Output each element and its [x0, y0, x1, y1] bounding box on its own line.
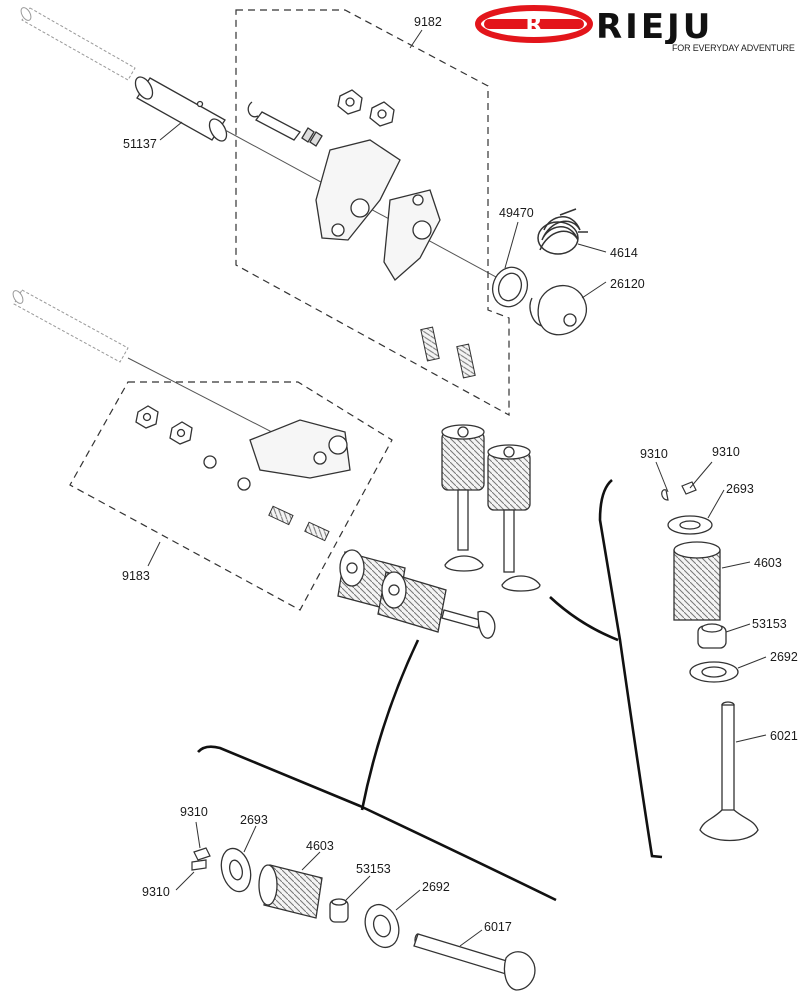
valve-6017 [413, 933, 536, 991]
callout-6021: 6021 [770, 729, 798, 743]
callout-53153-bottom: 53153 [356, 862, 391, 876]
callout-9310-bottom-b: 9310 [142, 885, 170, 899]
logo-emblem-letter: R [526, 13, 543, 38]
bracket-pointer-right [549, 596, 619, 642]
callout-2692-bottom: 2692 [422, 880, 450, 894]
torsion-spring-4614 [537, 208, 588, 255]
logo-bar [484, 19, 584, 29]
bracket-pointer-bottom [360, 639, 420, 811]
valve-cotter-pair-bottom [191, 847, 211, 871]
bracket-right [598, 479, 663, 859]
brand-logo: R RIEJU [472, 4, 802, 60]
spring-seat-2692-right [689, 661, 739, 683]
rocker-arm-assembly-upper [247, 89, 441, 281]
shaft-bushing-51137 [134, 76, 228, 142]
callout-26120: 26120 [610, 277, 645, 291]
rocker-arm-assembly-lower [135, 405, 351, 491]
callout-2693-right: 2693 [726, 482, 754, 496]
bracket-bottom [197, 745, 557, 902]
callout-4614: 4614 [610, 246, 638, 260]
valve-assembly-horizontal-lower [377, 571, 496, 639]
valve-6021 [699, 701, 759, 842]
leader-lines [147, 29, 767, 947]
group-outline-9183 [69, 381, 393, 611]
brand-tagline: FOR EVERYDAY ADVENTURE [672, 43, 795, 53]
valve-spring-4603-right [673, 541, 721, 621]
callout-6017: 6017 [484, 920, 512, 934]
callout-49470: 49470 [499, 206, 534, 220]
callout-9183: 9183 [122, 569, 150, 583]
callout-2693-bottom: 2693 [240, 813, 268, 827]
valve-seal-53153-right [697, 623, 727, 649]
rocker-shaft-upper [20, 7, 136, 81]
valve-adjuster-lower [268, 505, 330, 542]
group-outline-9182 [235, 9, 510, 417]
callout-9310-right-b: 9310 [712, 445, 740, 459]
valve-seal-53153-bottom [329, 898, 349, 923]
callout-labels: 9182 51137 49470 4614 26120 9183 9310 93… [122, 15, 798, 934]
spring-retainer-2693-bottom [220, 847, 252, 893]
valve-cotter-pair-right [661, 481, 697, 501]
callout-51137: 51137 [123, 137, 157, 151]
callout-9310-bottom-a: 9310 [180, 805, 208, 819]
rieju-logo-mark: R RIEJU [475, 5, 713, 47]
spring-retainer-2693-right [667, 515, 713, 535]
spring-seat-2692-bottom [364, 903, 400, 949]
callout-9182: 9182 [414, 15, 442, 29]
callout-53153-right: 53153 [752, 617, 787, 631]
valve-spring-4603-bottom [258, 864, 323, 919]
logo-ellipse [475, 5, 593, 43]
cam-plate-26120 [529, 284, 587, 336]
callout-9310-right-a: 9310 [640, 447, 668, 461]
callout-4603-bottom: 4603 [306, 839, 334, 853]
callout-2692-right: 2692 [770, 650, 798, 664]
washer-49470 [491, 266, 529, 308]
valve-assembly-vertical-right [487, 444, 541, 592]
valve-adjuster-upper [420, 326, 476, 379]
rocker-shaft-lower [12, 289, 129, 363]
logo-wordmark: RIEJU [596, 7, 713, 44]
callout-4603-right: 4603 [754, 556, 782, 570]
valve-assembly-vertical-left [441, 424, 485, 572]
